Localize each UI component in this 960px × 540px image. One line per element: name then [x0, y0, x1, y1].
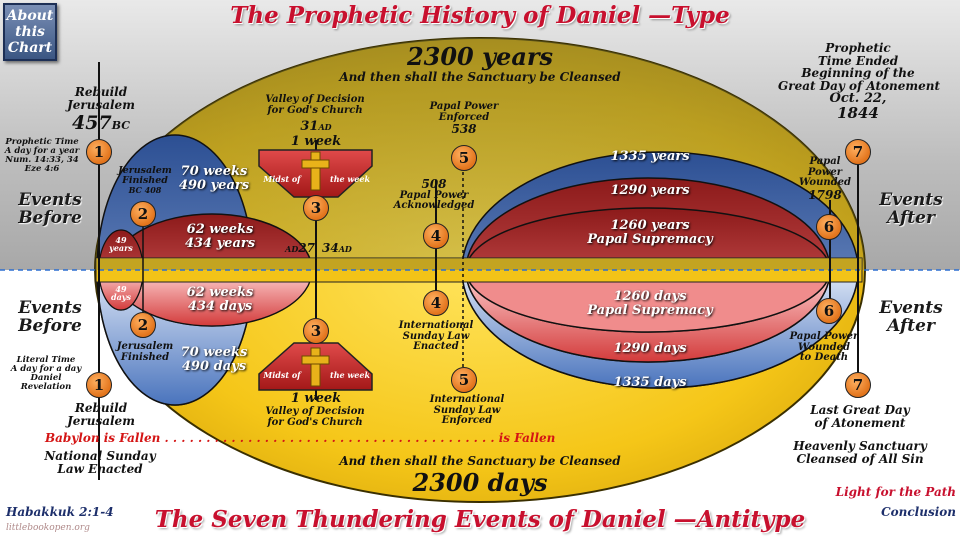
midst-right-upper: the week: [330, 174, 370, 184]
lower-period-title: 2300 days: [412, 468, 548, 497]
label-1290-days: 1290 days: [613, 341, 687, 356]
ad31-label: 31AD: [300, 119, 332, 134]
upper-period-title: 2300 years: [406, 42, 554, 71]
ad27-label: AD27: [285, 241, 315, 255]
light-for-path-link[interactable]: Light for the Path: [835, 485, 956, 499]
marker-5-lower[interactable]: 5: [451, 367, 477, 393]
marker-7-upper[interactable]: 7: [845, 139, 871, 165]
marker-3-lower[interactable]: 3: [303, 318, 329, 344]
midst-left-upper: Midst of: [263, 174, 301, 184]
label-1335-days: 1335 days: [613, 375, 687, 390]
babylon-fallen-line: Babylon is Fallen . . . . . . . . . . . …: [45, 431, 556, 445]
marker-6-lower[interactable]: 6: [816, 298, 842, 324]
marker-2-upper[interactable]: 2: [130, 201, 156, 227]
top-title: The Prophetic History of Daniel —Type: [230, 2, 730, 29]
marker-6-upper[interactable]: 6: [816, 214, 842, 240]
lower-period-subtitle: And then shall the Sanctuary be Cleansed: [339, 454, 621, 468]
lower-one-week: 1 week: [290, 391, 342, 406]
label-1290-years: 1290 years: [610, 183, 690, 198]
site-credit: littlebookopen.org: [6, 523, 90, 533]
marker-1-upper[interactable]: 1: [86, 139, 112, 165]
midst-right-lower: the week: [330, 370, 370, 380]
conclusion-link[interactable]: Conclusion: [881, 505, 956, 519]
marker-3-upper[interactable]: 3: [303, 195, 329, 221]
upper-period-subtitle: And then shall the Sanctuary be Cleansed: [339, 70, 621, 84]
marker-1-lower[interactable]: 1: [86, 372, 112, 398]
about-chart-button[interactable]: About this Chart: [3, 3, 57, 61]
label-1335-years: 1335 years: [610, 149, 690, 164]
ad34-label: 34AD: [322, 241, 352, 255]
marker-4-lower[interactable]: 4: [423, 290, 449, 316]
bottom-title: The Seven Thundering Events of Daniel —A…: [154, 506, 806, 533]
habakkuk-reference[interactable]: Habakkuk 2:1-4: [6, 505, 114, 519]
marker-4-upper[interactable]: 4: [423, 223, 449, 249]
upper-year-457: 457BC: [72, 112, 130, 134]
marker-5-upper[interactable]: 5: [451, 145, 477, 171]
marker-7-lower[interactable]: 7: [845, 372, 871, 398]
upper-one-week: 1 week: [290, 134, 342, 149]
midst-left-lower: Midst of: [263, 370, 301, 380]
marker-2-lower[interactable]: 2: [130, 312, 156, 338]
